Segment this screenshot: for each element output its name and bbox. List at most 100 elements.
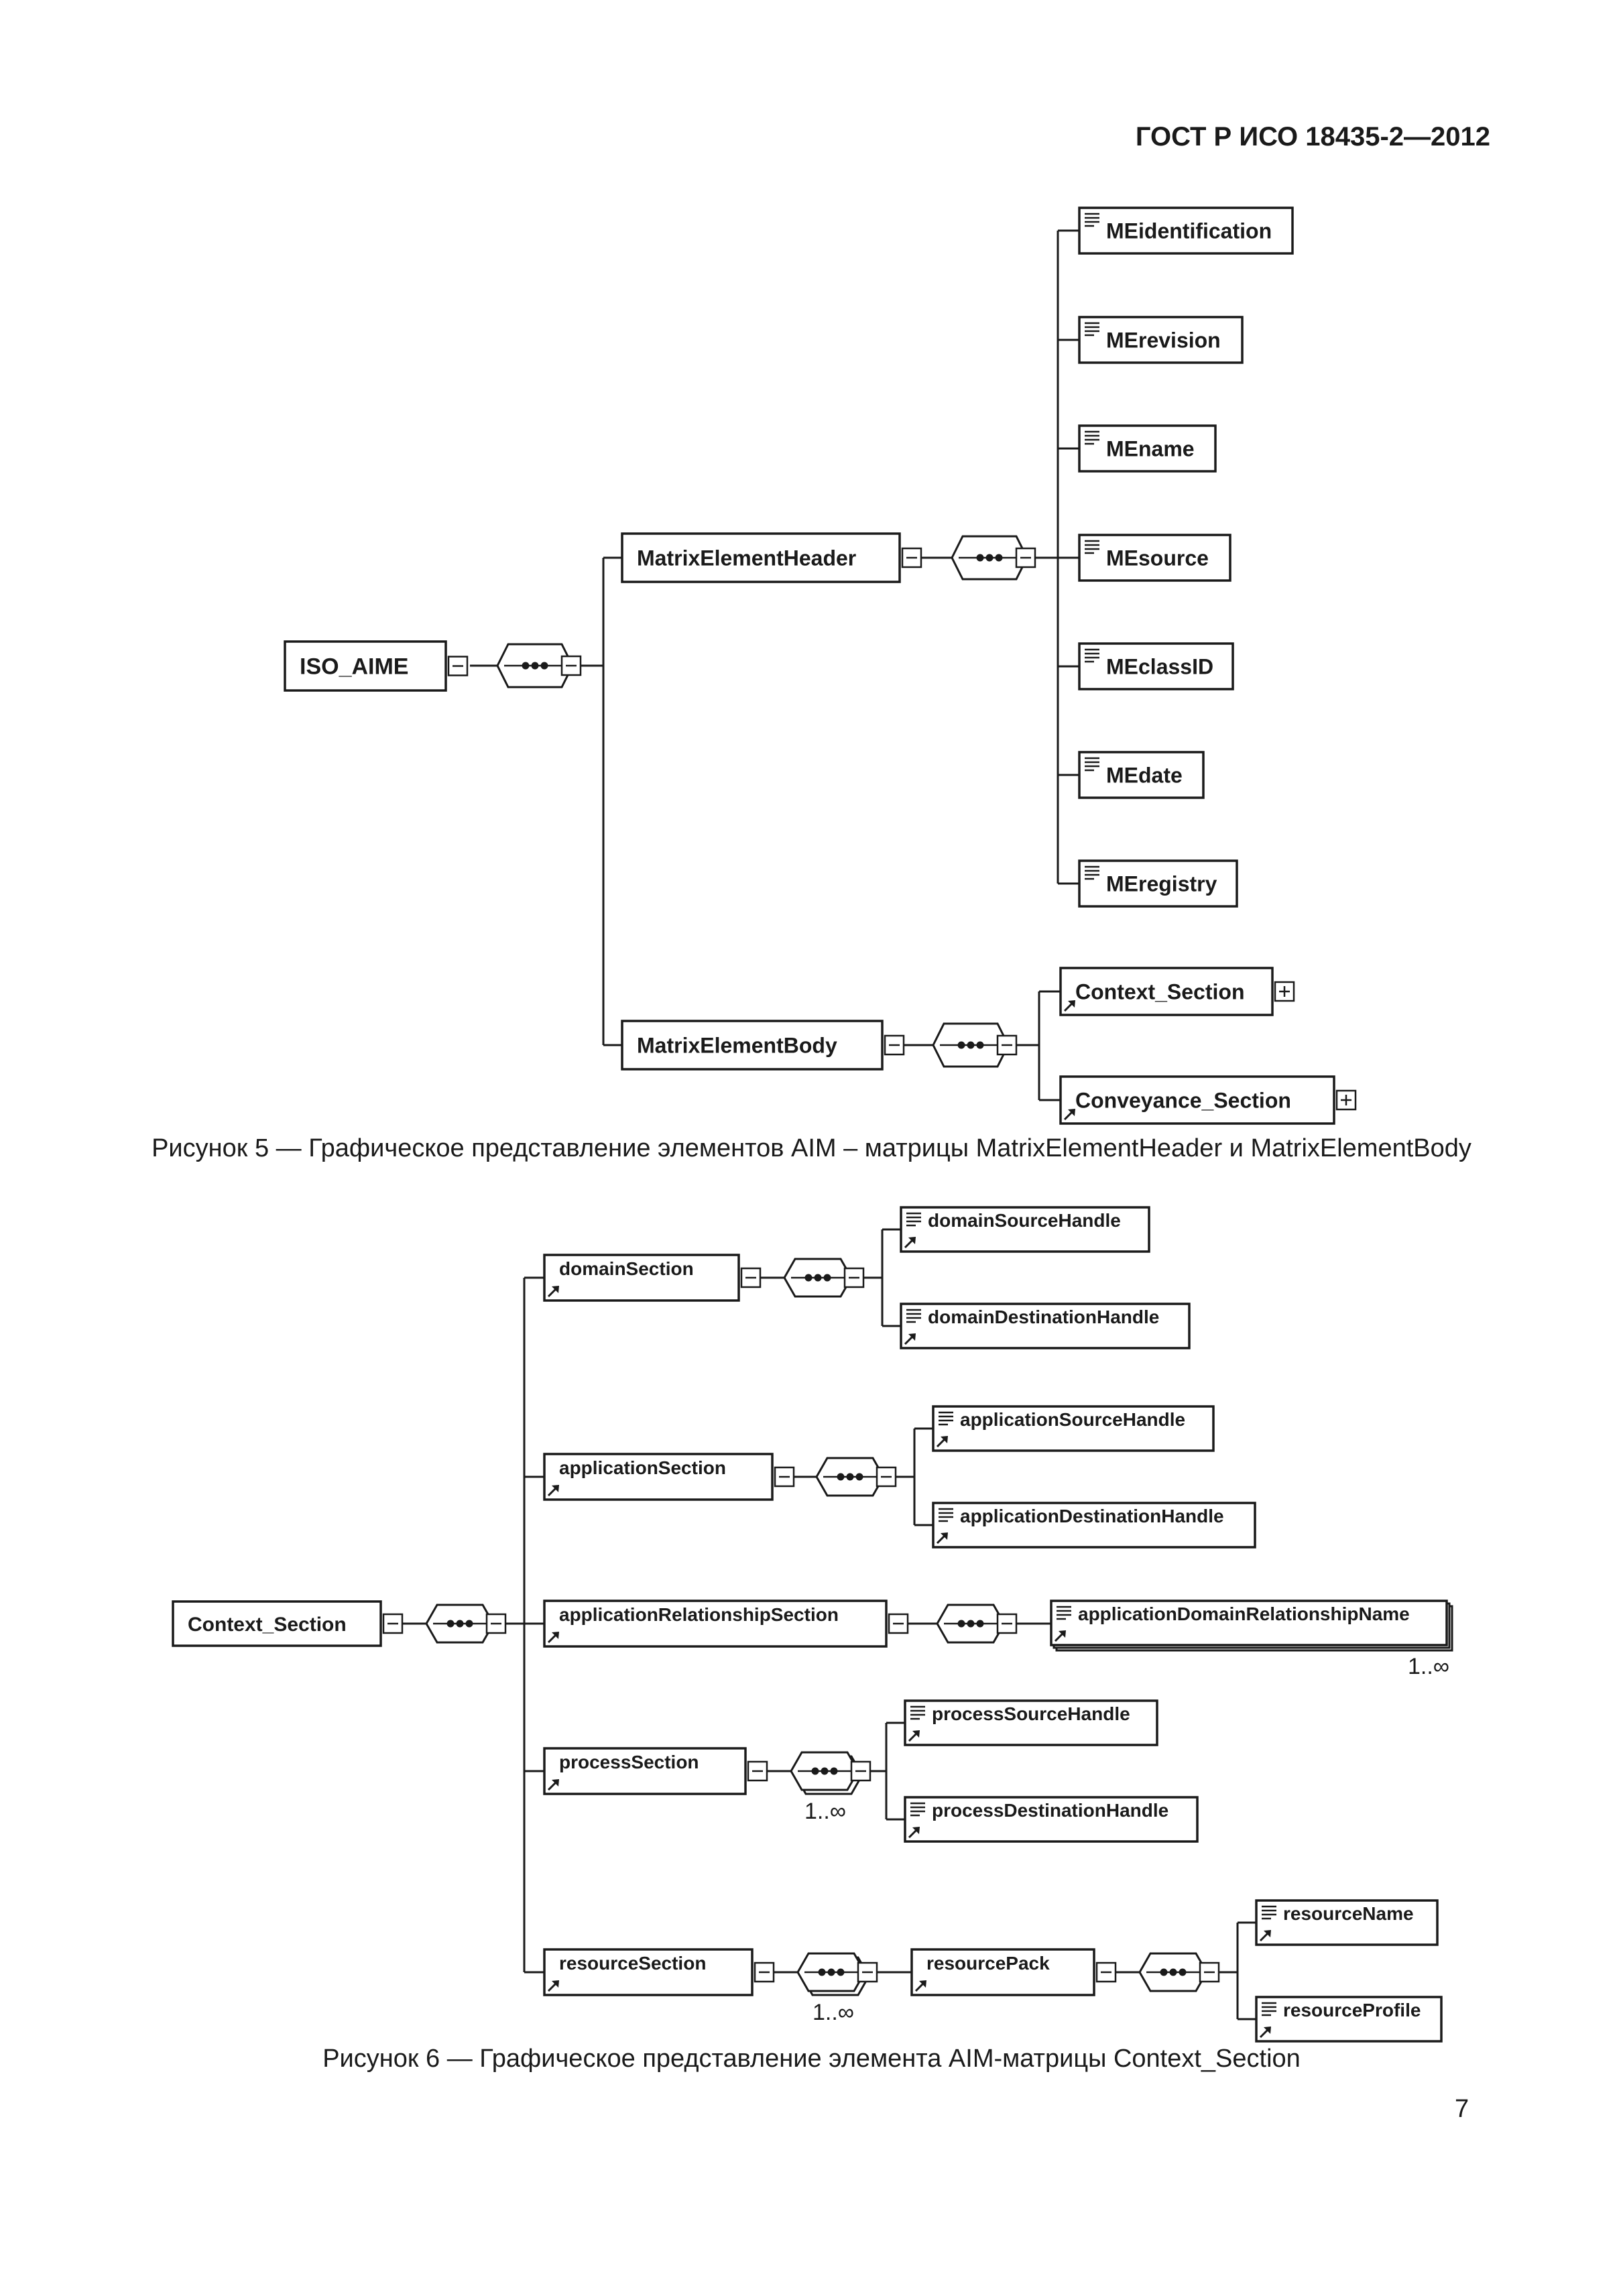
compositor-collapse-icon[interactable] — [485, 1613, 507, 1634]
element-content-icon — [939, 1411, 953, 1426]
sequence-compositor-icon — [496, 643, 574, 688]
element-label: ISO_AIME — [300, 654, 408, 680]
reference-arrow-icon — [1063, 1000, 1075, 1012]
element-label: MEsource — [1106, 546, 1209, 570]
sequence-compositor-icon — [425, 1604, 495, 1644]
node-resource-section[interactable]: resourceSection — [543, 1948, 754, 1996]
page-header: ГОСТ Р ИСО 18435-2—2012 — [1135, 122, 1490, 152]
element-label: applicationDestinationHandle — [960, 1506, 1224, 1526]
node-process-section[interactable]: processSection — [543, 1747, 747, 1795]
node-medate[interactable]: MEdate — [1078, 751, 1205, 799]
reference-arrow-icon — [547, 1779, 559, 1791]
node-process-destination-handle[interactable]: processDestinationHandle — [904, 1796, 1199, 1843]
element-content-icon — [939, 1508, 953, 1522]
compositor-collapse-icon[interactable] — [876, 1466, 897, 1488]
compositor-collapse-icon[interactable] — [560, 655, 582, 676]
element-label: MEregistry — [1106, 872, 1217, 896]
node-resource-profile[interactable]: resourceProfile — [1255, 1996, 1443, 2043]
compositor-collapse-icon[interactable] — [996, 1034, 1018, 1056]
element-label: MEname — [1106, 437, 1195, 461]
element-label: Context_Section — [188, 1614, 347, 1636]
sequence-compositor-icon — [936, 1604, 1006, 1644]
element-label: applicationDomainRelationshipName — [1078, 1604, 1410, 1624]
node-domain-destination-handle[interactable]: domainDestinationHandle — [900, 1303, 1191, 1349]
node-domain-section[interactable]: domainSection — [543, 1254, 740, 1302]
element-content-icon — [906, 1309, 921, 1323]
compositor-collapse-icon[interactable] — [857, 1961, 878, 1983]
node-application-destination-handle[interactable]: applicationDestinationHandle — [932, 1502, 1256, 1549]
collapse-icon[interactable] — [884, 1034, 905, 1056]
collapse-icon[interactable] — [1095, 1961, 1117, 1983]
reference-arrow-icon — [547, 1980, 559, 1992]
node-application-section[interactable]: applicationSection — [543, 1453, 774, 1501]
element-label: MEdate — [1106, 764, 1183, 788]
node-matrix-element-body[interactable]: MatrixElementBody — [621, 1020, 884, 1071]
process-multiplicity-label: 1..∞ — [804, 1799, 846, 1824]
element-content-icon — [1262, 1905, 1276, 1920]
node-merevision[interactable]: MErevision — [1078, 316, 1244, 364]
reference-arrow-icon — [547, 1632, 559, 1644]
node-conveyance-section[interactable]: Conveyance_Section — [1059, 1075, 1335, 1125]
sequence-compositor-icon — [790, 1751, 863, 1795]
node-matrix-element-header[interactable]: MatrixElementHeader — [621, 532, 901, 583]
collapse-icon[interactable] — [447, 656, 469, 676]
element-label: Conveyance_Section — [1075, 1089, 1291, 1113]
element-label: MatrixElementHeader — [637, 546, 856, 570]
node-domain-source-handle[interactable]: domainSourceHandle — [900, 1206, 1150, 1253]
compositor-collapse-icon[interactable] — [996, 1613, 1018, 1634]
node-application-source-handle[interactable]: applicationSourceHandle — [932, 1405, 1215, 1452]
element-content-icon — [906, 1212, 921, 1227]
compositor-collapse-icon[interactable] — [1015, 547, 1036, 568]
collapse-icon[interactable] — [754, 1961, 775, 1983]
element-label: MatrixElementBody — [637, 1034, 837, 1058]
element-label: domainSourceHandle — [928, 1210, 1121, 1231]
element-label: domainDestinationHandle — [928, 1307, 1159, 1327]
reference-arrow-icon — [1259, 1930, 1271, 1942]
node-mename[interactable]: MEname — [1078, 424, 1217, 473]
element-content-icon — [1057, 1606, 1071, 1620]
sequence-compositor-icon — [815, 1457, 885, 1497]
collapse-icon[interactable] — [740, 1267, 762, 1288]
node-application-domain-relationship-name[interactable]: applicationDomainRelationshipName — [1050, 1599, 1453, 1652]
compositor-collapse-icon[interactable] — [850, 1760, 871, 1782]
node-context-section[interactable]: Context_Section — [1059, 967, 1274, 1016]
node-resource-name[interactable]: resourceName — [1255, 1899, 1439, 1946]
collapse-icon[interactable] — [774, 1466, 795, 1488]
reference-arrow-icon — [904, 1237, 916, 1249]
node-resource-pack[interactable]: resourcePack — [910, 1948, 1095, 1996]
node-process-source-handle[interactable]: processSourceHandle — [904, 1699, 1158, 1746]
reference-arrow-icon — [1054, 1630, 1066, 1642]
reference-arrow-icon — [904, 1333, 916, 1345]
node-meidentification[interactable]: MEidentification — [1078, 206, 1294, 255]
compositor-collapse-icon[interactable] — [1199, 1961, 1220, 1983]
element-label: resourceSection — [559, 1953, 706, 1974]
reference-arrow-icon — [914, 1980, 926, 1992]
page-number: 7 — [1455, 2095, 1469, 2123]
reference-arrow-icon — [1259, 2027, 1271, 2039]
element-content-icon — [910, 1802, 925, 1817]
node-mesource[interactable]: MEsource — [1078, 534, 1231, 582]
element-label: applicationSourceHandle — [960, 1409, 1185, 1430]
expand-icon[interactable] — [1335, 1089, 1357, 1111]
collapse-icon[interactable] — [888, 1613, 909, 1634]
collapse-icon[interactable] — [382, 1613, 404, 1634]
node-meregistry[interactable]: MEregistry — [1078, 859, 1238, 908]
relationship-multiplicity-label: 1..∞ — [1408, 1654, 1449, 1679]
sequence-compositor-icon — [783, 1258, 853, 1298]
reference-arrow-icon — [547, 1485, 559, 1497]
element-label: domainSection — [559, 1258, 694, 1279]
collapse-icon[interactable] — [901, 547, 922, 568]
element-label: MEidentification — [1106, 219, 1272, 243]
reference-arrow-icon — [936, 1532, 948, 1545]
element-label: MErevision — [1106, 328, 1221, 353]
element-label: processSourceHandle — [932, 1703, 1130, 1724]
collapse-icon[interactable] — [747, 1760, 768, 1782]
reference-arrow-icon — [547, 1286, 559, 1298]
compositor-collapse-icon[interactable] — [843, 1267, 865, 1288]
expand-icon[interactable] — [1274, 981, 1295, 1002]
node-context-section-root[interactable]: Context_Section — [172, 1600, 382, 1647]
node-meclassid[interactable]: MEclassID — [1078, 642, 1234, 690]
node-application-relationship-section[interactable]: applicationRelationshipSection — [543, 1599, 888, 1648]
node-iso-aime[interactable]: ISO_AIME — [284, 640, 447, 692]
element-label: Context_Section — [1075, 980, 1244, 1004]
